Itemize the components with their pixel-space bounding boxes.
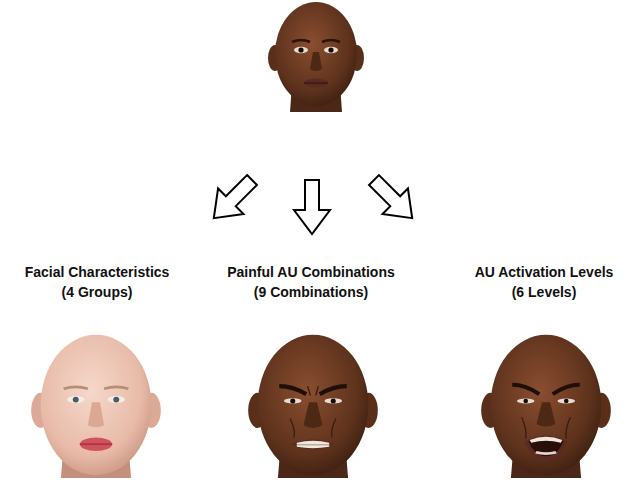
group-label: AU Activation Levels (6 Levels): [469, 262, 619, 302]
pale-face: [31, 335, 161, 478]
hollow-arrow: [201, 167, 425, 234]
group-label: Painful AU Combinations (9 Combinations): [222, 262, 400, 302]
neutral-face: [268, 2, 364, 112]
open-mouth-face: [481, 335, 611, 478]
grimace-face: [248, 335, 378, 478]
group-label: Facial Characteristics (4 Groups): [17, 262, 177, 302]
